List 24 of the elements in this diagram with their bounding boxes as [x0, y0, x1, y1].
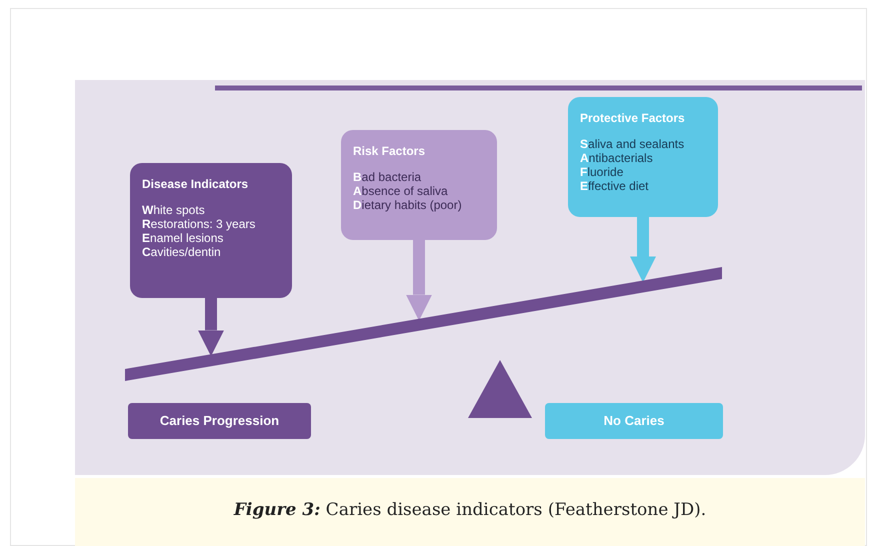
list-item: Absence of saliva — [353, 184, 449, 198]
risk-box — [341, 130, 497, 240]
arrow — [406, 240, 432, 321]
fulcrum-triangle — [468, 360, 532, 418]
list-item: Enamel lesions — [142, 231, 224, 245]
protective-box — [568, 97, 718, 217]
list-item: Saliva and sealants — [580, 137, 686, 151]
list-item: Bad bacteria — [353, 170, 422, 184]
list-item: Dietary habits (poor) — [353, 198, 463, 212]
outcome-label: No Caries — [545, 403, 723, 439]
indicator-box — [130, 163, 292, 298]
list-item: Restorations: 3 years — [142, 217, 256, 231]
box-heading: Protective Factors — [580, 111, 686, 125]
arrow — [630, 217, 656, 282]
outcome-label: Caries Progression — [128, 403, 311, 439]
list-item: Antibacterials — [580, 151, 654, 165]
list-item: Effective diet — [580, 179, 650, 193]
list-item: Fluoride — [580, 165, 624, 179]
list-item: White spots — [142, 203, 206, 217]
box-heading: Risk Factors — [353, 144, 426, 158]
list-item: Cavities/dentin — [142, 245, 222, 259]
arrow — [198, 298, 224, 356]
box-heading: Disease Indicators — [142, 177, 250, 191]
figure-caption: Figure 3: Caries disease indicators (Featherstone JD). — [232, 500, 708, 520]
